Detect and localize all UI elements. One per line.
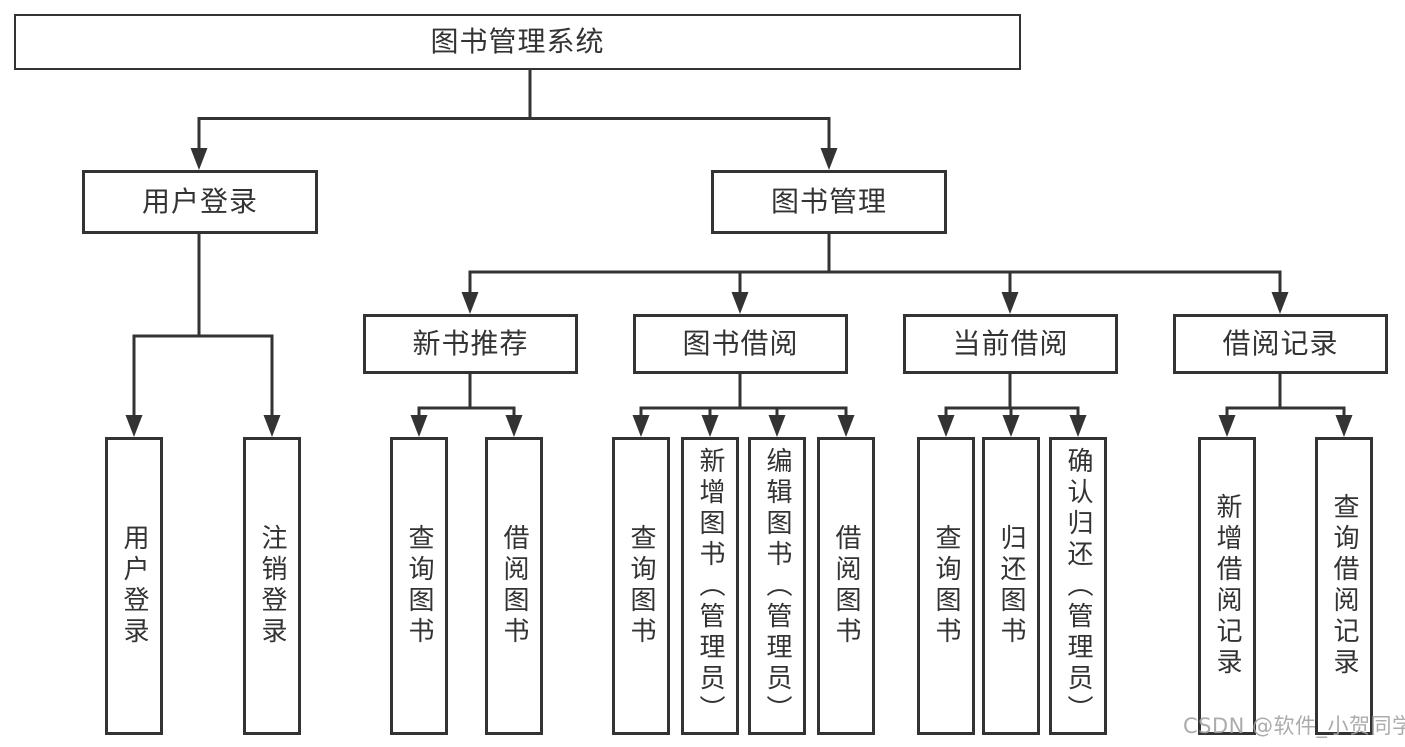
node-label: 借阅图书 — [499, 524, 529, 648]
node-ul-user-login: 用户登录 — [105, 437, 163, 735]
node-label: 查询图书 — [626, 524, 656, 648]
node-label: 用户登录 — [119, 524, 149, 648]
node-label: 注销登录 — [257, 524, 287, 648]
csdn-watermark: CSDN @软件_小贺同学 — [1183, 714, 1405, 738]
node-ul-logout: 注销登录 — [243, 437, 301, 735]
node-label: 借阅记录 — [1222, 327, 1339, 360]
node-cb-return-books: 归还图书 — [982, 437, 1040, 735]
node-label: 图书借阅 — [682, 327, 799, 360]
node-label: 新增借阅记录 — [1212, 493, 1242, 679]
node-nb-query-books: 查询图书 — [390, 437, 448, 735]
node-cb-confirm-return-admin: 确认归还（管理员） — [1049, 437, 1107, 735]
node-label: 查询图书 — [931, 524, 961, 648]
node-bb-borrow-books: 借阅图书 — [817, 437, 875, 735]
node-label: 编辑图书（管理员） — [762, 446, 792, 726]
node-label: 当前借阅 — [952, 327, 1069, 360]
node-label: 确认归还（管理员） — [1063, 446, 1093, 726]
node-new-book-recommendation: 新书推荐 — [363, 314, 578, 374]
node-book-borrowing: 图书借阅 — [633, 314, 848, 374]
node-book-management: 图书管理 — [711, 170, 947, 234]
node-current-borrowing: 当前借阅 — [903, 314, 1118, 374]
node-bb-add-books-admin: 新增图书（管理员） — [681, 437, 739, 735]
node-label: 新增图书（管理员） — [695, 446, 725, 726]
node-bb-edit-books-admin: 编辑图书（管理员） — [748, 437, 806, 735]
node-bb-query-books: 查询图书 — [612, 437, 670, 735]
node-library-management-system: 图书管理系统 — [14, 14, 1021, 70]
node-nb-borrow-books: 借阅图书 — [485, 437, 543, 735]
node-cb-query-books: 查询图书 — [917, 437, 975, 735]
node-label: 用户登录 — [141, 185, 258, 218]
node-label: 新书推荐 — [412, 327, 529, 360]
node-br-query-borrow-record: 查询借阅记录 — [1315, 437, 1373, 735]
node-label: 查询图书 — [404, 524, 434, 648]
node-label: 归还图书 — [996, 524, 1026, 648]
node-label: 图书管理 — [770, 185, 887, 218]
node-label: 借阅图书 — [831, 524, 861, 648]
node-label: 查询借阅记录 — [1329, 493, 1359, 679]
node-borrowing-records: 借阅记录 — [1173, 314, 1388, 374]
node-user-login: 用户登录 — [82, 170, 318, 234]
node-br-add-borrow-record: 新增借阅记录 — [1198, 437, 1256, 735]
node-label: 图书管理系统 — [430, 25, 605, 58]
